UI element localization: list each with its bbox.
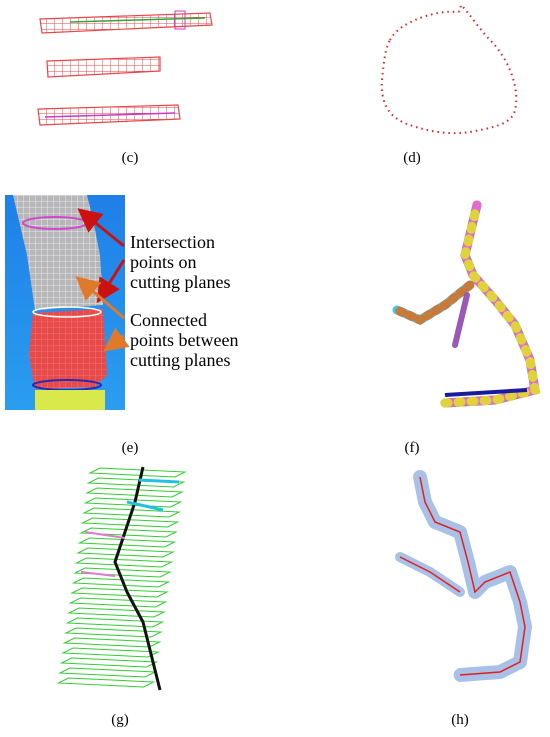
cutting-plane bbox=[79, 527, 178, 538]
caption-h: (h) bbox=[451, 712, 469, 728]
wireframe-segment-top bbox=[39, 10, 213, 34]
caption-g: (g) bbox=[111, 712, 129, 728]
cutting-plane bbox=[70, 587, 169, 598]
annotation-arrows bbox=[75, 208, 130, 352]
annotation-intersection: Intersection points on cutting planes bbox=[130, 232, 231, 292]
cutting-plane bbox=[85, 487, 184, 498]
cutting-plane bbox=[65, 617, 165, 628]
centerline-path bbox=[113, 466, 162, 691]
cutting-plane bbox=[68, 597, 168, 608]
cutting-plane bbox=[59, 657, 159, 668]
caption-f: (f) bbox=[404, 440, 420, 456]
wireframe-segment-bottom bbox=[37, 104, 181, 126]
cutting-planes bbox=[56, 467, 187, 688]
cutting-plane bbox=[67, 607, 166, 618]
cutting-plane bbox=[88, 467, 187, 478]
cutting-plane bbox=[73, 567, 172, 578]
cutting-plane bbox=[71, 577, 171, 588]
cutting-plane bbox=[74, 557, 174, 568]
wireframe-segment-middle bbox=[46, 56, 161, 78]
cutting-plane bbox=[56, 677, 156, 688]
panel-h-figure bbox=[390, 462, 550, 692]
annotation-connected: Connected points between cutting planes bbox=[130, 310, 239, 370]
cutting-plane bbox=[82, 507, 181, 518]
caption-c: (c) bbox=[121, 150, 139, 166]
caption-e: (e) bbox=[121, 440, 139, 456]
cutting-plane bbox=[58, 667, 157, 678]
cutting-plane bbox=[61, 647, 160, 658]
panel-d-figure bbox=[370, 0, 550, 140]
panel-g-figure bbox=[55, 462, 200, 692]
point-outline bbox=[380, 4, 518, 135]
arrow-intersection-2 bbox=[96, 259, 126, 304]
cutting-plane bbox=[80, 517, 180, 528]
arrow-connected-2 bbox=[103, 327, 130, 352]
cutting-plane bbox=[64, 627, 163, 638]
panel-c-figure bbox=[30, 5, 220, 130]
cutting-plane bbox=[62, 637, 162, 648]
cutting-plane bbox=[77, 537, 177, 548]
caption-d: (d) bbox=[403, 150, 421, 166]
cutting-plane bbox=[76, 547, 175, 558]
cutting-plane bbox=[83, 497, 183, 508]
red-centerline bbox=[419, 476, 526, 676]
arrow-intersection-1 bbox=[77, 208, 125, 248]
panel-f-figure bbox=[385, 195, 550, 420]
arrow-connected-1 bbox=[75, 276, 125, 320]
